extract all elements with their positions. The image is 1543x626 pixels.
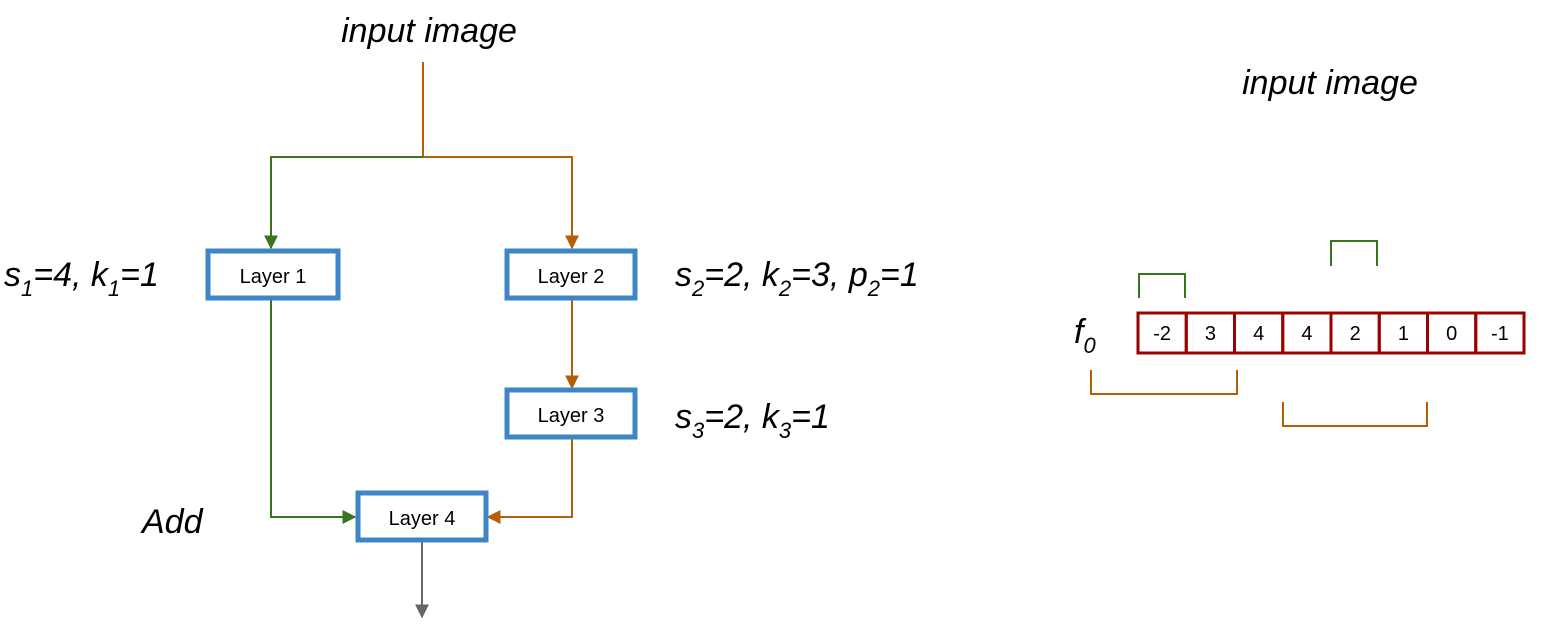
feature-cell-value: 1 <box>1398 323 1409 345</box>
subscript-part: 2 <box>691 276 704 301</box>
green-bracket-2 <box>1330 240 1378 266</box>
text-part: =4, k <box>33 256 110 294</box>
orange-bracket-2 <box>1282 402 1428 427</box>
orange-edge-layer3-to-layer4 <box>486 437 573 524</box>
feature-cells: -2 3 4 4 2 1 0 -1 <box>1136 311 1526 355</box>
feature-cell-value: 3 <box>1205 323 1216 345</box>
feature-cell-value: 0 <box>1446 323 1457 345</box>
green-edge-input-to-layer1 <box>264 156 423 250</box>
layer2-label: Layer 2 <box>538 266 605 288</box>
text-part: s <box>675 398 692 436</box>
text-part: s <box>4 256 21 294</box>
left-input-image-title: input image <box>341 12 517 50</box>
layer4-node: Layer 4 <box>355 490 489 543</box>
layer1-node: Layer 1 <box>205 248 341 301</box>
layer3-params: s3=2, k3=1 <box>675 398 830 443</box>
feature-cell-value: 4 <box>1253 323 1264 345</box>
layer2-node: Layer 2 <box>504 248 638 301</box>
layer3-label: Layer 3 <box>538 405 605 427</box>
text-part: =1 <box>791 398 830 436</box>
layer4-label: Layer 4 <box>389 508 456 530</box>
text-part: =2, k <box>704 398 781 436</box>
text-part: =2, k <box>704 256 781 294</box>
green-edge-layer1-to-layer4 <box>270 299 357 524</box>
green-bracket-1 <box>1138 273 1186 298</box>
subscript-part: 3 <box>779 418 792 443</box>
feature-label-f0: f0 <box>1074 313 1096 358</box>
text-part: =1 <box>880 256 919 294</box>
subscript-part: 2 <box>867 276 880 301</box>
orange-bracket-1 <box>1090 370 1238 395</box>
feature-panel: input image f0 -2 3 4 4 2 1 0 -1 <box>1074 64 1526 427</box>
feature-cell-value: 4 <box>1301 323 1312 345</box>
text-part: s <box>675 256 692 294</box>
subscript-part: 1 <box>21 276 33 301</box>
network-graph: input image Layer 1 Layer 2 Layer 3 <box>4 12 919 619</box>
text-part: =1 <box>120 256 159 294</box>
subscript-part: 0 <box>1083 333 1096 358</box>
subscript-part: 3 <box>692 418 705 443</box>
text-part: =3, p <box>791 256 868 294</box>
layer1-params: s1=4, k1=1 <box>4 256 159 301</box>
layer2-params: s2=2, k2=3, p2=1 <box>675 256 919 301</box>
add-label: Add <box>140 503 204 541</box>
right-input-image-title: input image <box>1242 64 1418 102</box>
feature-cell-value: 2 <box>1350 323 1361 345</box>
subscript-part: 2 <box>778 276 791 301</box>
subscript-part: 1 <box>108 276 120 301</box>
layer3-node: Layer 3 <box>504 387 638 440</box>
layer1-label: Layer 1 <box>240 266 307 288</box>
feature-cell <box>1474 311 1526 355</box>
feature-cell-value: -2 <box>1153 323 1171 345</box>
feature-cell-value: -1 <box>1491 323 1509 345</box>
orange-edge-input-to-layer2 <box>423 156 579 250</box>
